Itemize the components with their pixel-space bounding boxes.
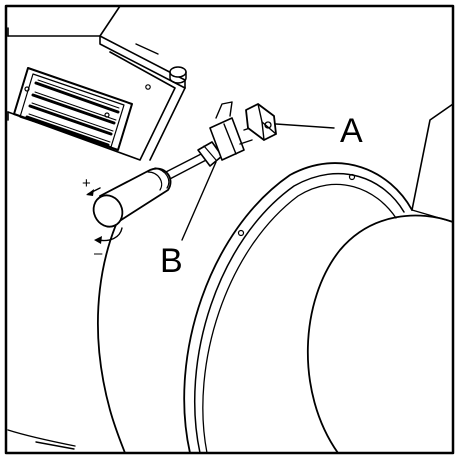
machine-housing <box>7 5 186 454</box>
tool-assembly <box>92 101 277 228</box>
label-a: A <box>340 112 363 150</box>
label-b: B <box>160 242 183 280</box>
leader-line-a <box>275 123 335 129</box>
housing-knob <box>145 66 187 90</box>
vent-grille <box>13 67 133 151</box>
drum-assembly <box>183 103 454 454</box>
leader-line-b <box>181 161 217 241</box>
rotation-arrows <box>86 187 123 244</box>
label-minus: – <box>94 245 103 262</box>
label-plus: + <box>82 175 91 192</box>
frame-border <box>4 4 455 455</box>
